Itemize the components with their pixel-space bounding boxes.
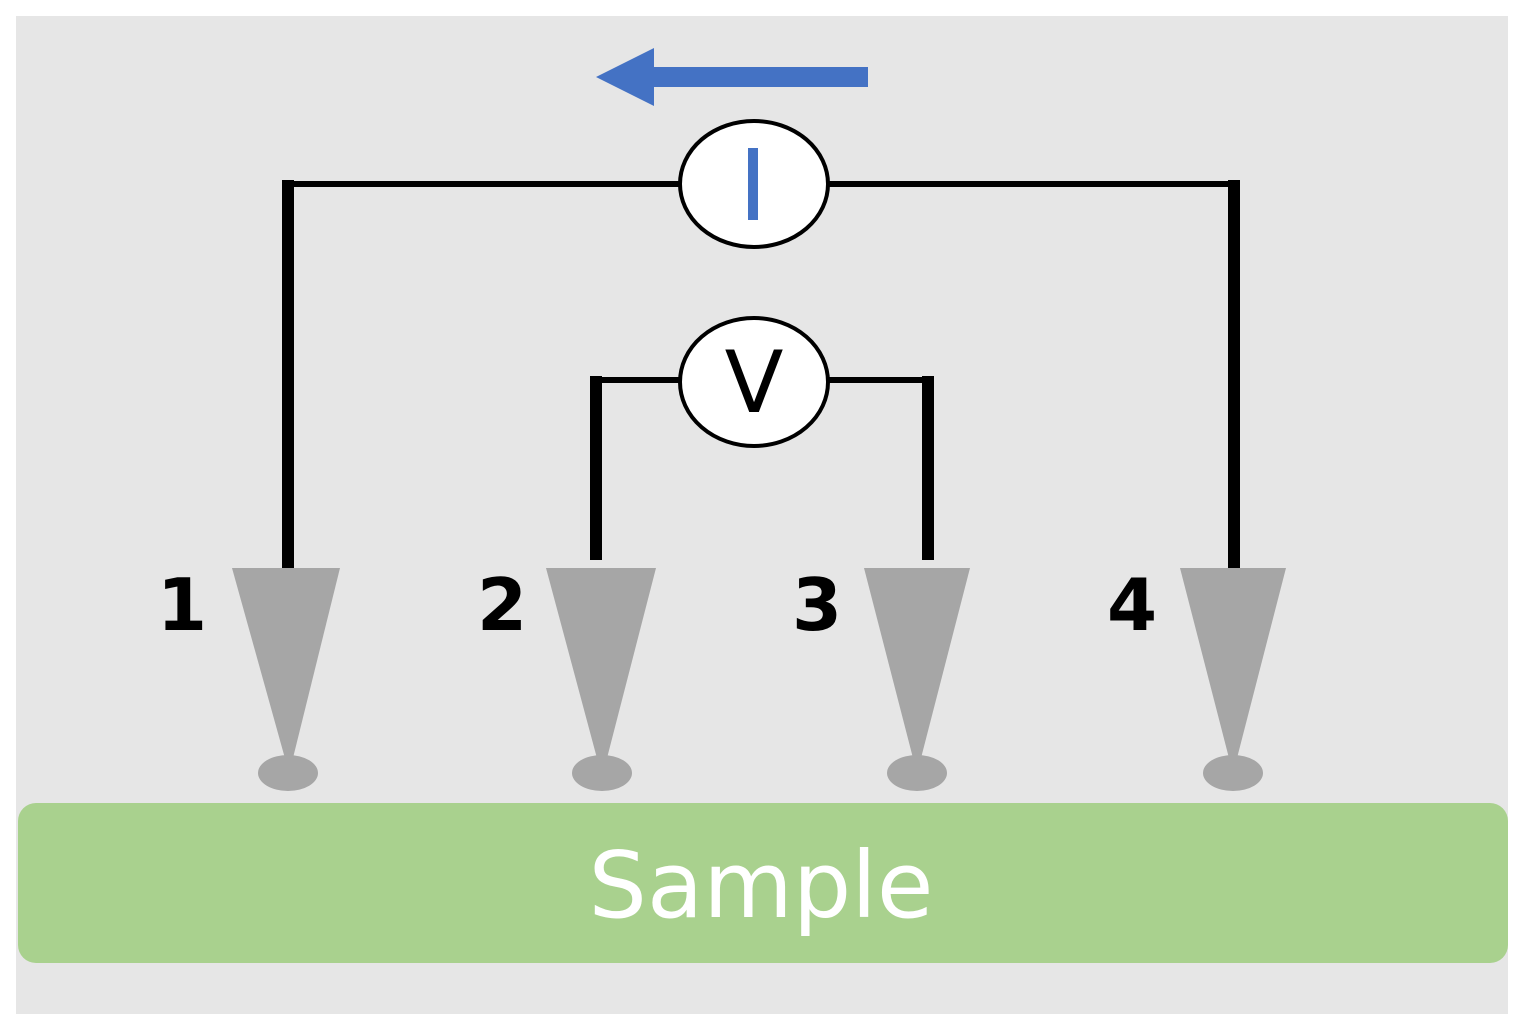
probe-label: 3 <box>792 563 842 647</box>
probe-4: 4 <box>1107 563 1286 791</box>
left-arrow-icon <box>596 48 868 106</box>
current-meter-symbol <box>748 148 758 220</box>
probe-label: 4 <box>1107 563 1157 647</box>
probe-contact <box>887 755 947 791</box>
voltage-meter: V <box>678 316 830 448</box>
probe-label: 1 <box>157 563 207 647</box>
voltage-loop-wires <box>590 376 934 560</box>
voltage-meter-label: V <box>725 333 784 433</box>
probe-contact <box>258 755 318 791</box>
sample-label: Sample <box>589 832 934 939</box>
probe-label: 2 <box>477 563 527 647</box>
probe-2: 2 <box>477 563 656 791</box>
sample-block <box>18 803 1508 963</box>
current-loop-wires <box>282 180 1240 574</box>
probe-contact <box>572 755 632 791</box>
probe-3: 3 <box>792 563 970 791</box>
current-meter <box>678 119 830 249</box>
sample: Sample <box>18 803 1508 963</box>
probe-contact <box>1203 755 1263 791</box>
probe-1: 1 <box>157 563 340 791</box>
